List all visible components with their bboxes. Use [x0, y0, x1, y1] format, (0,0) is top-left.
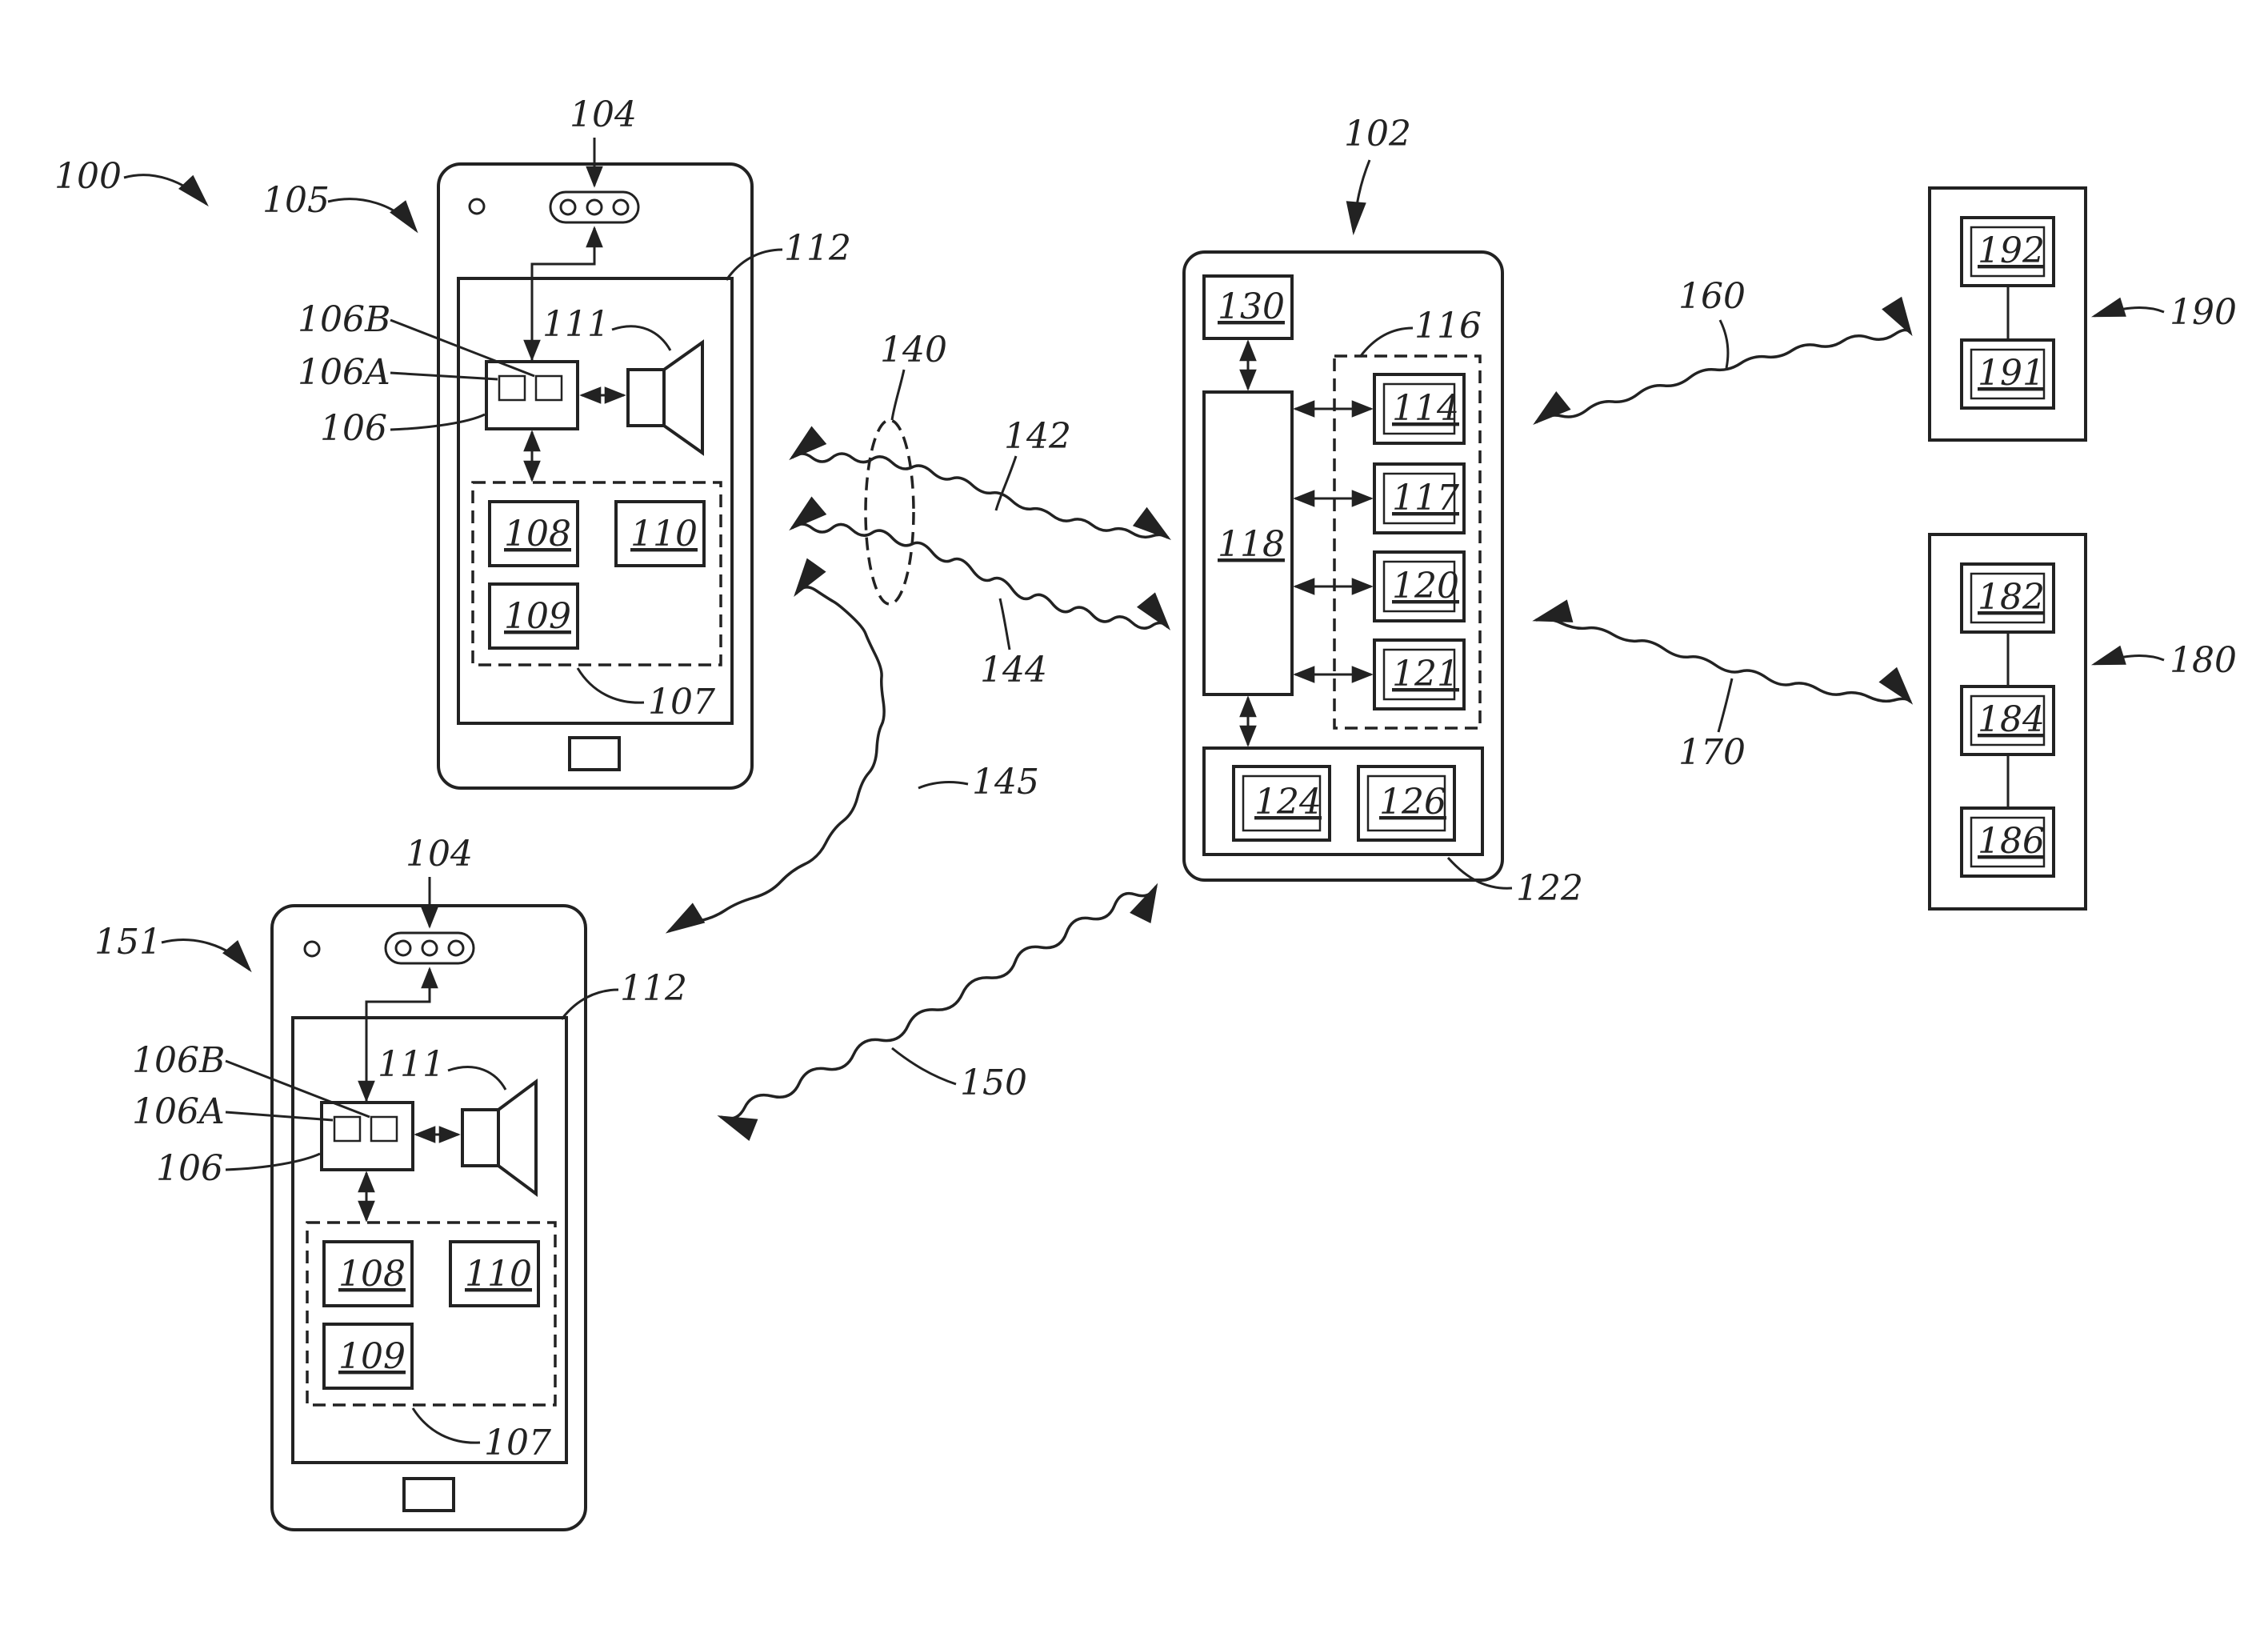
label-116: 116 — [1414, 306, 1482, 346]
label-102: 102 — [1344, 114, 1411, 154]
label-108: 108 — [338, 1254, 406, 1295]
wireless-links: 140 142 144 145 150 160 170 — [669, 276, 1910, 1119]
label-150: 150 — [960, 1063, 1027, 1103]
sensor-array-icon — [550, 192, 638, 222]
label-122: 122 — [1516, 868, 1583, 909]
label-120: 120 — [1392, 566, 1459, 606]
label-151: 151 — [94, 922, 162, 963]
device-top: 105 104 112 111 106B 106A 106 — [262, 94, 851, 788]
speaker-body — [628, 370, 664, 426]
link-142 — [792, 454, 1168, 538]
device-180: 182 184 186 180 — [1930, 534, 2237, 909]
link-145 — [669, 587, 884, 931]
label-112: 112 — [784, 228, 851, 269]
label-106: 106 — [156, 1148, 223, 1189]
label-145: 145 — [972, 762, 1039, 802]
label-170: 170 — [1678, 732, 1746, 773]
label-109: 109 — [504, 596, 571, 637]
label-104: 104 — [570, 94, 637, 135]
camera-icon — [305, 942, 319, 956]
label-110: 110 — [630, 514, 698, 554]
label-106A: 106A — [132, 1091, 225, 1132]
label-191: 191 — [1978, 353, 2045, 394]
label-107: 107 — [484, 1423, 551, 1463]
speaker-icon — [664, 342, 702, 453]
label-182: 182 — [1978, 577, 2045, 618]
device-bottom: 151 104 112 111 106B 106A 106 108 — [94, 834, 687, 1530]
label-121: 121 — [1392, 654, 1459, 694]
home-button — [570, 738, 619, 770]
group-107 — [307, 1223, 555, 1405]
label-184: 184 — [1978, 699, 2045, 740]
link-150 — [721, 887, 1156, 1119]
system-callout-100: 100 — [54, 156, 206, 204]
server-102: 102 130 118 116 114 117 120 121 1 — [1184, 114, 1583, 909]
group-107 — [473, 482, 721, 665]
label-109: 109 — [338, 1336, 406, 1377]
label-111: 111 — [542, 304, 610, 345]
subunit-106B — [536, 376, 562, 400]
speaker-body — [462, 1110, 498, 1166]
label-106: 106 — [320, 408, 387, 449]
link-160 — [1536, 330, 1910, 422]
link-group-140 — [866, 420, 914, 604]
label-160: 160 — [1678, 276, 1746, 317]
label-186: 186 — [1978, 821, 2045, 862]
subunit-106A — [334, 1117, 360, 1141]
label-118: 118 — [1218, 524, 1285, 565]
label-112: 112 — [620, 968, 687, 1009]
label-107: 107 — [648, 682, 715, 722]
label-192: 192 — [1978, 230, 2045, 271]
label-106B: 106B — [132, 1040, 225, 1081]
label-144: 144 — [980, 650, 1047, 690]
device-190: 192 191 190 — [1930, 188, 2237, 440]
label-126: 126 — [1379, 782, 1446, 822]
camera-icon — [470, 199, 484, 214]
speaker-icon — [498, 1082, 536, 1194]
link-170 — [1536, 619, 1910, 702]
label-106B: 106B — [298, 299, 390, 340]
label-111: 111 — [378, 1044, 445, 1085]
label-140: 140 — [880, 330, 947, 370]
label-105: 105 — [262, 180, 330, 221]
sensor-array-icon — [386, 933, 474, 963]
subunit-106B — [371, 1117, 397, 1141]
label-104: 104 — [406, 834, 473, 875]
label-142: 142 — [1004, 416, 1071, 457]
subunit-106A — [499, 376, 525, 400]
label-114: 114 — [1392, 388, 1459, 429]
label-108: 108 — [504, 514, 571, 554]
label-190: 190 — [2170, 292, 2237, 333]
label-124: 124 — [1254, 782, 1322, 822]
label-110: 110 — [465, 1254, 532, 1295]
label-130: 130 — [1218, 286, 1285, 327]
label-106A: 106A — [298, 352, 390, 393]
label-117: 117 — [1392, 478, 1459, 518]
label-180: 180 — [2170, 640, 2237, 681]
home-button — [404, 1479, 454, 1511]
label-100: 100 — [54, 156, 122, 197]
